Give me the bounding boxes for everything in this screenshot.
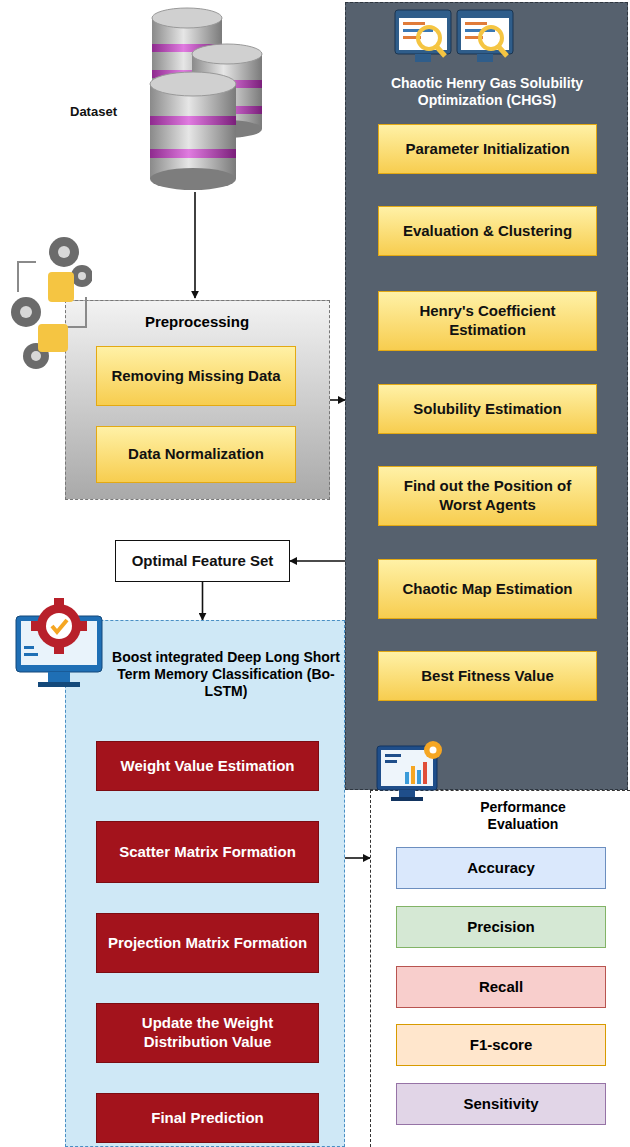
- box-label: Precision: [467, 918, 535, 937]
- box-label: Solubility Estimation: [413, 400, 561, 419]
- panel-title: Preprocessing: [66, 313, 328, 331]
- box-label: Find out the Position of Worst Agents: [387, 477, 588, 515]
- evaluation-panel: Performance EvaluationAccuracyPrecisionR…: [370, 790, 630, 1147]
- process-box: Chaotic Map Estimation: [378, 559, 597, 619]
- panel-title: Chaotic Henry Gas Solubility Optimizatio…: [352, 75, 622, 109]
- output-box: Optimal Feature Set: [115, 540, 290, 582]
- box-label: Final Prediction: [151, 1109, 264, 1128]
- flow-arrow: [330, 399, 345, 401]
- box-label: Projection Matrix Formation: [108, 934, 307, 953]
- panel-title: Boost integrated Deep Long Short Term Me…: [112, 649, 340, 699]
- metric-box: Sensitivity: [396, 1083, 606, 1125]
- box-label: Accuracy: [467, 859, 535, 878]
- box-label: Best Fitness Value: [421, 667, 554, 686]
- box-label: Recall: [479, 978, 523, 997]
- process-box: Henry's Coefficient Estimation: [378, 291, 597, 351]
- process-box: Best Fitness Value: [378, 651, 597, 701]
- panel-title: Performance Evaluation: [453, 799, 593, 833]
- process-box: Scatter Matrix Formation: [96, 821, 319, 883]
- metric-box: Accuracy: [396, 847, 606, 889]
- process-box: Weight Value Estimation: [96, 741, 319, 791]
- box-label: Sensitivity: [463, 1095, 538, 1114]
- flow-arrow: [202, 582, 204, 620]
- process-box: Solubility Estimation: [378, 384, 597, 434]
- classifier-panel: Boost integrated Deep Long Short Term Me…: [65, 620, 345, 1147]
- box-label: F1-score: [470, 1036, 533, 1055]
- box-label: Weight Value Estimation: [121, 757, 295, 776]
- dataset-arrow: [194, 192, 196, 298]
- metric-box: Recall: [396, 966, 606, 1008]
- box-label: Removing Missing Data: [111, 367, 280, 386]
- metric-box: F1-score: [396, 1024, 606, 1066]
- box-label: Update the Weight Distribution Value: [105, 1014, 310, 1052]
- process-box: Evaluation & Clustering: [378, 206, 597, 256]
- process-panel: PreprocessingRemoving Missing DataData N…: [65, 300, 330, 500]
- box-label: Chaotic Map Estimation: [402, 580, 572, 599]
- box-label: Data Normalization: [128, 445, 264, 464]
- optimizer-panel: Chaotic Henry Gas Solubility Optimizatio…: [345, 2, 628, 790]
- box-label: Henry's Coefficient Estimation: [387, 302, 588, 340]
- process-box: Final Prediction: [96, 1093, 319, 1143]
- metric-box: Precision: [396, 906, 606, 948]
- flow-arrow: [345, 857, 370, 859]
- process-box: Find out the Position of Worst Agents: [378, 466, 597, 526]
- icon-label: Dataset: [70, 104, 117, 119]
- process-box: Update the Weight Distribution Value: [96, 1003, 319, 1063]
- process-box: Parameter Initialization: [378, 124, 597, 174]
- box-label: Evaluation & Clustering: [403, 222, 572, 241]
- box-label: Optimal Feature Set: [132, 552, 274, 571]
- box-label: Scatter Matrix Formation: [119, 843, 296, 862]
- process-box: Data Normalization: [96, 426, 296, 483]
- box-label: Parameter Initialization: [405, 140, 569, 159]
- process-box: Removing Missing Data: [96, 346, 296, 406]
- process-box: Projection Matrix Formation: [96, 913, 319, 973]
- database-icon: [140, 4, 270, 194]
